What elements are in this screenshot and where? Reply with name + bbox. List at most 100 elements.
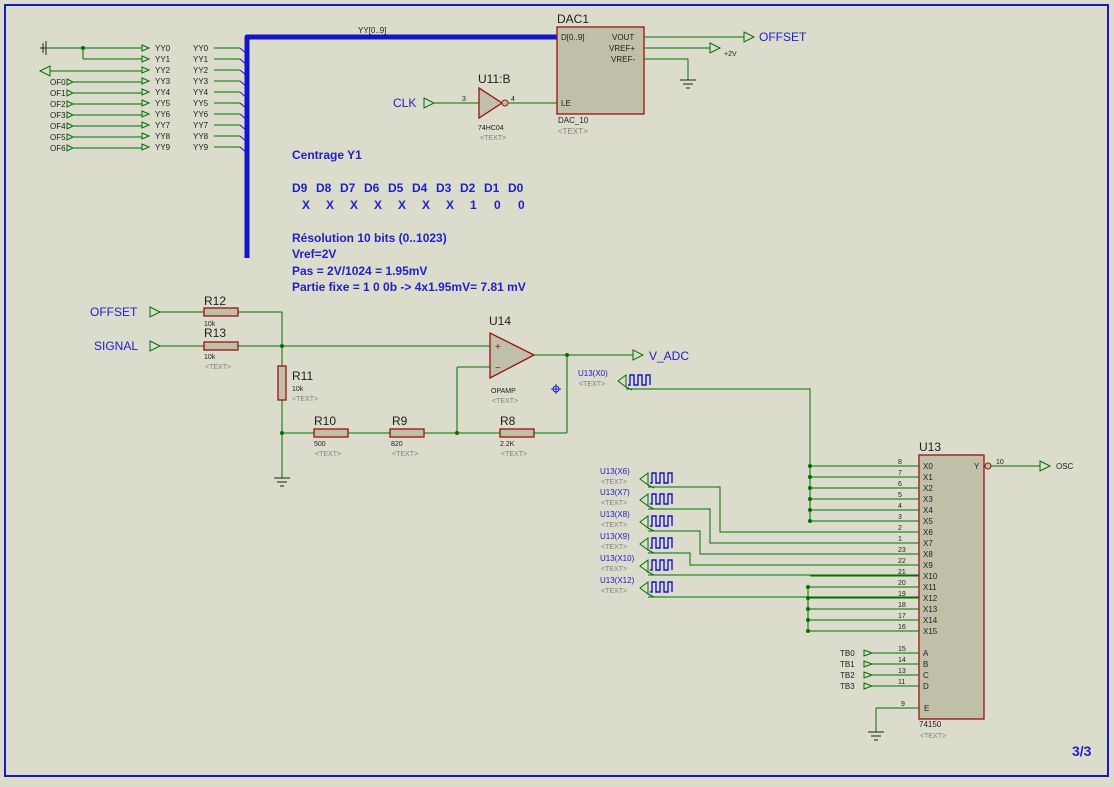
inverter-pin-out: 4 <box>511 96 515 103</box>
yy-label-mid: YY8 <box>155 132 171 141</box>
vadc-label: V_ADC <box>649 349 689 363</box>
mux-enable-name: E <box>924 704 929 713</box>
yy-terminal <box>141 55 151 63</box>
yy-terminal <box>141 132 151 140</box>
bit-header: D1 <box>484 181 500 195</box>
generator-label: U13(X8) <box>600 510 630 519</box>
offset-out-terminal <box>743 31 756 43</box>
mux-sel-terminal <box>863 660 874 668</box>
resistor-r9 <box>389 428 425 438</box>
yy-label-mid: YY9 <box>155 143 171 152</box>
of-terminal <box>66 144 75 152</box>
generator-terminal <box>639 472 649 486</box>
r9-ref: R9 <box>392 414 408 428</box>
yy-terminal <box>141 88 151 96</box>
mux-enable-num: 9 <box>901 701 905 708</box>
pulse-icon <box>650 515 673 527</box>
mux-x-pin-num: 7 <box>898 470 902 477</box>
offset-input-label: OFFSET <box>90 305 138 319</box>
of-terminal <box>66 100 75 108</box>
r11-text: <TEXT> <box>292 396 318 403</box>
mux-x-pin-name: X15 <box>923 627 938 636</box>
mux-x-pin-name: X14 <box>923 616 938 625</box>
yy-label-right: YY7 <box>193 121 209 130</box>
summing-amplifier: OFFSET R12 10k SIGNAL R13 10k <TEXT> R11… <box>90 294 689 487</box>
mux-x-pin-num: 2 <box>898 525 902 532</box>
mux-x-pin-name: X9 <box>923 561 933 570</box>
dac-ref: DAC1 <box>557 12 589 26</box>
generator-label: U13(X7) <box>600 488 630 497</box>
mux-x-pin-num: 20 <box>898 580 906 587</box>
opamp-minus: − <box>495 363 501 374</box>
mux-sel-terminal <box>863 671 874 679</box>
mux-sel-pin-num: 14 <box>898 657 906 664</box>
mux-value: 74150 <box>919 720 942 729</box>
r8-ref: R8 <box>500 414 516 428</box>
ground-symbol-top-left <box>40 41 47 55</box>
clk-label: CLK <box>393 96 416 110</box>
dac-body <box>556 26 645 115</box>
inverter-body <box>478 86 504 120</box>
notes-line3: Pas = 2V/1024 = 1.95mV <box>292 264 427 278</box>
clock-generators: U13(X0)<TEXT>U13(X6)<TEXT>U13(X7)<TEXT>U… <box>578 369 919 598</box>
pulse-icon <box>628 374 651 386</box>
generator-text: <TEXT> <box>579 381 605 388</box>
output-terminal-arrow <box>38 65 51 77</box>
mux-x-pin-num: 23 <box>898 547 906 554</box>
bit-value: X <box>398 198 406 212</box>
sheet-border <box>4 4 1109 777</box>
of-terminal <box>66 133 75 141</box>
generator-terminal <box>639 515 649 529</box>
mux-out-pin-num: 10 <box>996 459 1004 466</box>
generator-terminal <box>639 537 649 551</box>
mux-x-pin-num: 8 <box>898 459 902 466</box>
ground-symbol-r11 <box>274 477 290 487</box>
r9-value: 820 <box>391 441 403 448</box>
opamp-text: <TEXT> <box>492 398 518 405</box>
generator-label: U13(X0) <box>578 369 608 378</box>
yy-terminal <box>141 121 151 129</box>
yy-label-right: YY9 <box>193 143 209 152</box>
mux-sel-pin-num: 15 <box>898 646 906 653</box>
ground-symbol-mux <box>868 731 884 741</box>
generator-text: <TEXT> <box>601 588 627 595</box>
yy-label-right: YY1 <box>193 55 209 64</box>
r11-ref: R11 <box>292 369 313 383</box>
r12-value: 10k <box>204 321 216 328</box>
bit-header: D8 <box>316 181 332 195</box>
inverter-component: U11:B 74HC04 <TEXT> 3 4 CLK <box>393 72 557 142</box>
signal-input-terminal <box>149 340 162 352</box>
bit-value: X <box>422 198 430 212</box>
generator-terminal <box>639 559 649 573</box>
mux-sel-pin-num: 11 <box>898 679 905 686</box>
mux-sel-pin-name: B <box>923 660 928 669</box>
signal-input-label: SIGNAL <box>94 339 138 353</box>
yy-label-right: YY3 <box>193 77 209 86</box>
dac-offset-label: OFFSET <box>759 30 807 44</box>
r10-ref: R10 <box>314 414 336 428</box>
dac-pin-vout: VOUT <box>612 33 634 42</box>
inverter-ref: U11:B <box>478 72 510 86</box>
of-label: OF4 <box>50 122 66 131</box>
osc-terminal <box>1039 460 1052 472</box>
bit-value: X <box>302 198 310 212</box>
of-label: OF5 <box>50 133 66 142</box>
yy-label-right: YY6 <box>193 110 209 119</box>
r10-value: 500 <box>314 441 326 448</box>
bit-value: X <box>374 198 382 212</box>
of-terminal <box>66 111 75 119</box>
yy-label-right: YY0 <box>193 44 209 53</box>
yy-label-mid: YY2 <box>155 66 171 75</box>
of-label: OF2 <box>50 100 66 109</box>
bit-header: D9 <box>292 181 308 195</box>
bus-label: YY[0..9] <box>358 26 386 35</box>
pulse-icon <box>650 559 673 571</box>
yy-terminal <box>141 143 151 151</box>
yy-label-right: YY8 <box>193 132 209 141</box>
yy-terminal <box>141 66 151 74</box>
mux-sel-pin-name: D <box>923 682 929 691</box>
yy-terminal <box>141 99 151 107</box>
mux-x-pin-name: X1 <box>923 473 933 482</box>
bit-value: X <box>446 198 454 212</box>
